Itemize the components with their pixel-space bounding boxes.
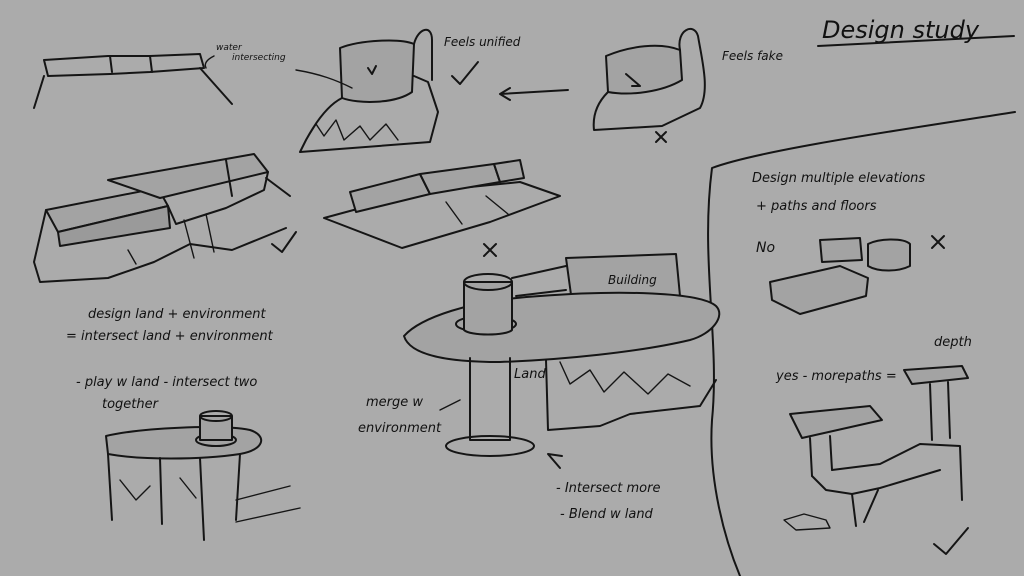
note-water: water — [216, 43, 243, 53]
left-arrow — [547, 453, 563, 469]
note-yes-more-paths: yes - morepaths = — [775, 369, 897, 384]
sketch-water-slab — [33, 53, 233, 109]
sketch-fake-rock — [592, 28, 706, 131]
note-merge-w: merge w — [366, 395, 423, 410]
sketch-no-blocks — [769, 237, 911, 315]
check-mark — [451, 61, 479, 85]
x-mark — [483, 243, 497, 257]
note-together: together — [102, 397, 160, 412]
note-intersecting: intersecting — [232, 53, 286, 63]
note-building: Building — [608, 273, 657, 287]
sketch-unified-rock — [295, 29, 439, 153]
check-mark — [933, 527, 969, 555]
sketch-flat-slabs — [323, 159, 561, 249]
note-design-land: design land + environment — [88, 307, 266, 322]
note-intersect-more: - Intersect more — [556, 481, 660, 496]
note-play-land: - play w land - intersect two — [76, 375, 257, 390]
note-depth: depth — [934, 335, 972, 350]
section-divider — [707, 111, 1016, 576]
note-feels-fake: Feels fake — [722, 49, 783, 63]
sketch-land-building — [403, 253, 721, 457]
note-feels-unified: Feels unified — [444, 35, 521, 49]
note-intersect-land: = intersect land + environment — [66, 329, 274, 344]
sketch-pillar-platform — [105, 410, 301, 541]
sketch-large-blocks — [33, 153, 291, 283]
note-design-multiple: Design multiple elevations — [752, 171, 925, 186]
x-mark — [655, 131, 667, 143]
sketch-yes-elevations — [783, 365, 969, 531]
note-no: No — [756, 240, 775, 256]
note-environment: environment — [358, 421, 442, 436]
title-underline — [817, 35, 1015, 47]
note-blend-land: - Blend w land — [560, 507, 654, 522]
check-mark — [271, 231, 297, 253]
note-land: Land — [514, 367, 546, 382]
left-arrow — [499, 87, 569, 101]
x-mark — [931, 235, 945, 249]
note-paths-floors: + paths and floors — [756, 199, 877, 214]
